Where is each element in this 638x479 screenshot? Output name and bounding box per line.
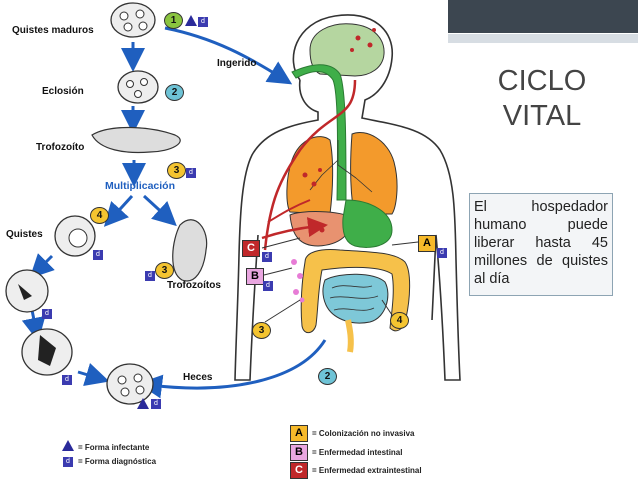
title-line-2: VITAL: [502, 100, 582, 132]
passed-cyst-drawing: [106, 363, 154, 405]
marker-c: C: [242, 240, 260, 257]
label-ingerido: Ingerido: [217, 58, 257, 69]
stage-3-badge: 3: [155, 262, 174, 279]
diagnostic-form-icon: d: [198, 17, 208, 27]
legend-b-text: = Enfermedad intestinal: [312, 448, 403, 457]
label-eclosion: Eclosión: [42, 86, 84, 97]
diagnostic-form-icon: d: [42, 309, 52, 319]
diagnostic-form-icon: d: [62, 375, 72, 385]
diagnostic-form-icon: d: [63, 457, 73, 467]
diagnostic-form-icon: d: [186, 168, 196, 178]
diagnostic-form-icon: d: [262, 252, 272, 262]
legend-marker-a: A: [290, 425, 308, 442]
infective-form-icon: [185, 15, 197, 26]
diagnostic-form-icon: d: [145, 271, 155, 281]
stage-3-badge: 3: [252, 322, 271, 339]
diagnostic-form-icon: d: [93, 250, 103, 260]
label-multiplicacion: Multiplicación: [105, 180, 176, 192]
diagnostic-form-icon: d: [263, 281, 273, 291]
early-cyst-drawing: [5, 269, 49, 313]
label-trofozoitos: Trofozoítos: [167, 280, 221, 291]
stage-4-badge: 4: [90, 207, 109, 224]
dividing-cyst-drawing: [21, 328, 73, 376]
hatching-cyst-drawing: [117, 70, 159, 104]
legend-forma-infectante: = Forma infectante: [78, 443, 150, 452]
header-bars: [448, 0, 638, 43]
human-body: [234, 14, 461, 381]
stage-2-badge: 2: [318, 368, 337, 385]
infective-form-icon: [62, 440, 74, 451]
info-text-box: El hospedador humano puede liberar hasta…: [469, 193, 613, 296]
legend-a-text: = Colonización no invasiva: [312, 429, 415, 438]
legend-forma-diagnostica: = Forma diagnóstica: [78, 457, 157, 466]
right-lung: [350, 132, 398, 215]
small-intestine: [322, 273, 389, 324]
mature-cyst-drawing: [110, 2, 156, 38]
diagnostic-form-icon: d: [151, 399, 161, 409]
stomach: [342, 199, 393, 248]
label-heces: Heces: [183, 372, 213, 383]
diagnostic-form-icon: d: [437, 248, 447, 258]
legend-marker-b: B: [290, 444, 308, 461]
label-quistes-maduros: Quistes maduros: [12, 25, 94, 36]
title-line-1: CICLO: [497, 65, 587, 97]
trophozoites-drawing: [172, 219, 208, 282]
stage-2-badge: 2: [165, 84, 184, 101]
label-quistes: Quistes: [6, 229, 43, 240]
legend-marker-c: C: [290, 462, 308, 479]
stage-1-badge: 1: [164, 12, 183, 29]
trophozoite-drawing: [91, 126, 181, 154]
legend-c-text: = Enfermedad extraintestinal: [312, 466, 422, 475]
label-trofozoito: Trofozoíto: [36, 142, 85, 153]
marker-b: B: [246, 268, 264, 285]
marker-a: A: [418, 235, 436, 252]
cyst-drawing: [54, 215, 96, 257]
left-lung: [286, 136, 334, 215]
stage-3-badge: 3: [167, 162, 186, 179]
infective-form-icon: [137, 398, 149, 409]
stage-4-badge: 4: [390, 312, 409, 329]
slide-title: CICLO VITAL: [478, 64, 606, 134]
